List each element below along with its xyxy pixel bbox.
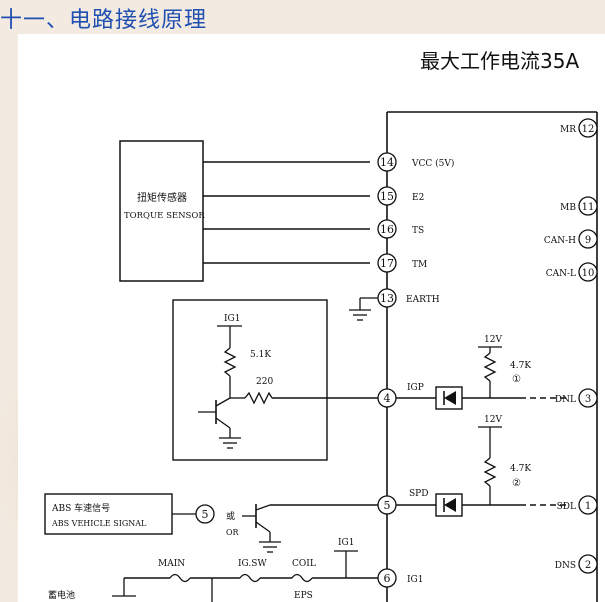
svg-text:16: 16: [380, 223, 394, 236]
svg-text:VCC (5V): VCC (5V): [411, 158, 454, 169]
r2-label: 220: [256, 377, 273, 387]
pin-1: SDL 1: [557, 495, 598, 515]
diode-spd: [435, 493, 463, 517]
ig1-top-label: IG1: [338, 538, 354, 548]
ig-switch-fuse: [239, 573, 261, 583]
svg-text:MB: MB: [560, 203, 576, 213]
igsw-label: IG.SW: [238, 559, 267, 569]
svg-text:4.7K: 4.7K: [510, 361, 531, 371]
svg-text:IG1: IG1: [407, 575, 423, 585]
svg-text:E2: E2: [412, 193, 424, 203]
spd-transistor: [242, 504, 378, 553]
or-label-en: OR: [226, 528, 240, 537]
abs-pin-5: 5: [195, 504, 215, 524]
svg-text:12V: 12V: [484, 415, 502, 425]
pin-16: 16 TS: [377, 219, 424, 239]
svg-text:1: 1: [585, 501, 591, 512]
svg-text:EARTH: EARTH: [406, 295, 440, 305]
svg-text:SDL: SDL: [557, 502, 576, 512]
svg-text:CAN-L: CAN-L: [546, 269, 576, 279]
slide-title: 十一、电路接线原理: [0, 8, 208, 33]
torque-sensor-box: [119, 140, 204, 282]
svg-text:①: ①: [512, 374, 521, 385]
torque-sensor-label-en: TORQUE SENSOR: [124, 211, 205, 221]
abs-label-cn: ABS 车速信号: [51, 502, 110, 514]
pullup-1: 12V 4.7K ①: [478, 335, 531, 398]
eps-label: EPS: [294, 591, 313, 601]
svg-text:11: 11: [582, 202, 595, 213]
ig-transistor: [198, 397, 241, 449]
svg-text:2: 2: [585, 560, 591, 571]
svg-text:6: 6: [384, 572, 391, 585]
svg-text:15: 15: [380, 190, 394, 203]
pullup-2: 12V 4.7K ②: [478, 415, 531, 505]
svg-text:9: 9: [585, 235, 591, 246]
svg-text:17: 17: [380, 257, 394, 270]
svg-text:10: 10: [582, 268, 595, 279]
coil-fuse: [291, 573, 313, 583]
coil-label: COIL: [292, 559, 316, 569]
svg-text:IGP: IGP: [407, 383, 424, 393]
pin-6: 6 IG1: [377, 568, 423, 588]
svg-text:5: 5: [384, 499, 391, 512]
svg-text:MR: MR: [560, 125, 576, 135]
ig-label: IG1: [224, 314, 240, 324]
main-fuse-label: MAIN: [158, 559, 185, 569]
pin-11: MB 11: [560, 196, 598, 216]
resistor-5k1: [223, 347, 237, 377]
battery-label: 蓄电池: [48, 589, 75, 601]
svg-text:4.7K: 4.7K: [510, 464, 531, 474]
pin-9: CAN-H 9: [544, 229, 598, 249]
pin-10: CAN-L 10: [546, 262, 598, 282]
or-label-cn: 或: [226, 510, 235, 522]
pin-17: 17 TM: [377, 253, 427, 273]
svg-text:4: 4: [384, 392, 391, 405]
svg-text:13: 13: [380, 292, 394, 305]
pin-2: DNS 2: [555, 554, 598, 574]
abs-label-en: ABS VEHICLE SIGNAL: [51, 519, 147, 528]
svg-text:TM: TM: [412, 260, 427, 270]
svg-text:12V: 12V: [484, 335, 502, 345]
svg-text:3: 3: [585, 394, 591, 405]
svg-text:SPD: SPD: [409, 489, 428, 499]
main-fuse: [169, 573, 191, 583]
earth-ground-symbol: [349, 297, 378, 321]
svg-text:12: 12: [582, 124, 595, 135]
svg-text:5: 5: [202, 508, 209, 521]
pin-13: 13 EARTH: [377, 288, 440, 308]
pin-14: 14 VCC (5V): [377, 152, 454, 172]
torque-sensor-label-cn: 扭矩传感器: [137, 191, 187, 204]
ig-circuit-box: [172, 299, 328, 461]
svg-text:14: 14: [380, 156, 394, 169]
resistor-220: [244, 391, 273, 405]
pin-3: DNL 3: [555, 388, 598, 408]
max-current-label: 最大工作电流35A: [420, 49, 579, 73]
pin-15: 15 E2: [377, 186, 424, 206]
pin-12: MR 12: [560, 118, 598, 138]
svg-text:DNL: DNL: [555, 395, 576, 405]
diagram-paper: [18, 34, 605, 602]
svg-text:CAN-H: CAN-H: [544, 236, 576, 246]
r1-label: 5.1K: [250, 350, 271, 360]
svg-text:②: ②: [512, 478, 521, 489]
svg-text:TS: TS: [412, 226, 424, 236]
svg-text:DNS: DNS: [555, 561, 576, 571]
diode-igp: [435, 386, 463, 410]
